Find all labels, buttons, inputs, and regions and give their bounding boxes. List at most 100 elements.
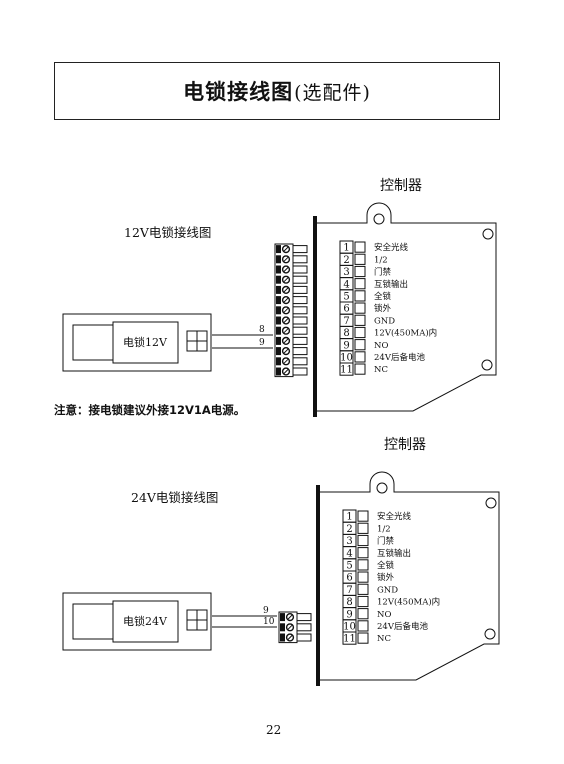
terminal-label: 锁外 — [377, 572, 395, 583]
terminal-tab — [296, 633, 312, 642]
terminal-number: 1 — [346, 512, 352, 523]
terminal-label: NO — [377, 610, 391, 620]
terminal-clamp — [276, 265, 281, 274]
terminal-number: 7 — [346, 585, 352, 596]
terminal-screw-cell — [354, 314, 366, 326]
terminal-number: 10 — [340, 353, 353, 364]
screw-slot — [283, 277, 289, 283]
terminal-label: 安全光线 — [374, 242, 409, 253]
terminal-tab — [292, 357, 308, 366]
terminal-tab — [296, 623, 312, 632]
terminal-screw-cell — [354, 265, 366, 278]
terminal-screw-cell — [357, 620, 369, 632]
power-note: 注意：接电锁建议外接12V1A电源。 — [54, 403, 246, 417]
terminal-number: 5 — [346, 561, 352, 572]
controller-housing — [320, 471, 500, 681]
mounting-hole — [373, 213, 385, 225]
terminal-screw-cell — [357, 547, 369, 559]
terminal-number: 1 — [343, 243, 349, 254]
terminal-tab — [292, 245, 308, 254]
terminal-tab — [292, 296, 308, 305]
lock-label: 电锁24V — [123, 614, 168, 628]
terminal-tab — [292, 326, 308, 335]
terminal-clamp — [280, 633, 285, 642]
terminal-clamp — [276, 306, 281, 315]
terminal-tab — [292, 306, 308, 315]
terminal-number: 4 — [343, 279, 349, 290]
mounting-hole — [484, 628, 496, 640]
lock-body — [72, 324, 114, 361]
terminal-tab — [292, 265, 308, 274]
terminal-screw-cell — [357, 583, 369, 595]
terminal-tab — [292, 367, 308, 376]
lock-outer-box — [62, 592, 212, 651]
terminal-screw-cell — [357, 510, 369, 522]
terminal-label: 全锁 — [377, 560, 395, 571]
terminal-tab — [292, 255, 308, 264]
mounting-hole — [482, 228, 494, 240]
terminal-number: 10 — [343, 622, 356, 633]
terminal-clamp — [280, 623, 285, 632]
terminal-label: 1/2 — [374, 255, 388, 265]
screw-slot — [283, 307, 289, 313]
terminal-screw-cell — [357, 595, 369, 608]
terminal-label: 互锁输出 — [377, 548, 411, 559]
terminal-screw-cell — [357, 534, 369, 547]
terminal-number: 2 — [343, 255, 349, 266]
terminal-clamp — [280, 613, 285, 622]
terminal-tab — [296, 613, 312, 622]
mounting-hole — [481, 359, 493, 371]
lock-label: 电锁12V — [123, 335, 168, 349]
terminal-label: NC — [377, 634, 391, 644]
page-title-box: 电锁接线图(选配件) — [54, 62, 500, 120]
terminal-screw-cell — [354, 302, 366, 314]
page-number: 22 — [266, 723, 282, 737]
terminal-label: GND — [374, 316, 395, 326]
terminal-tab — [292, 285, 308, 294]
screw-slot — [283, 369, 289, 374]
terminal-screw-cell — [357, 608, 369, 620]
screw-slot — [287, 624, 293, 630]
terminal-number: 3 — [343, 267, 349, 278]
terminal-number: 2 — [346, 524, 352, 535]
terminal-label: 锁外 — [374, 303, 392, 314]
lock-outer-box — [62, 313, 212, 372]
terminal-label: 24V后备电池 — [374, 352, 425, 363]
controller-label-top: 控制器 — [380, 178, 422, 194]
terminal-clamp — [276, 296, 281, 305]
lock-main — [112, 321, 179, 364]
screw-slot — [283, 348, 289, 354]
terminal-clamp — [276, 326, 281, 335]
terminal-label: 安全光线 — [377, 511, 412, 522]
screw-slot — [283, 256, 289, 262]
terminal-clamp — [276, 316, 281, 325]
wire-terminal-number: 8 — [259, 325, 265, 335]
terminal-label: 全锁 — [374, 291, 392, 302]
terminal-screw-cell — [357, 559, 369, 571]
controller-front-edge — [313, 216, 317, 417]
terminal-number-cell — [339, 362, 354, 376]
terminal-label: NO — [374, 341, 388, 351]
terminal-number: 3 — [346, 536, 352, 547]
mounting-hole — [485, 497, 497, 509]
terminal-number: 8 — [346, 597, 352, 608]
terminal-number: 7 — [343, 316, 349, 327]
terminal-screw-cell — [354, 326, 366, 339]
lock-main — [112, 600, 179, 643]
controller-label-bottom: 控制器 — [384, 437, 426, 453]
wire-terminal-number: 9 — [263, 606, 269, 616]
terminal-number: 11 — [340, 365, 353, 376]
terminal-label: 门禁 — [374, 267, 392, 278]
terminal-screw-cell — [357, 522, 369, 534]
terminal-screw-cell — [354, 363, 366, 375]
terminal-label: GND — [377, 585, 398, 595]
screw-slot — [283, 246, 289, 252]
terminal-label: 门禁 — [377, 536, 395, 547]
screw-slot — [283, 287, 289, 293]
terminal-screw-cell — [354, 290, 366, 302]
terminal-tab — [292, 347, 308, 356]
wire-terminal-number: 9 — [259, 338, 265, 348]
